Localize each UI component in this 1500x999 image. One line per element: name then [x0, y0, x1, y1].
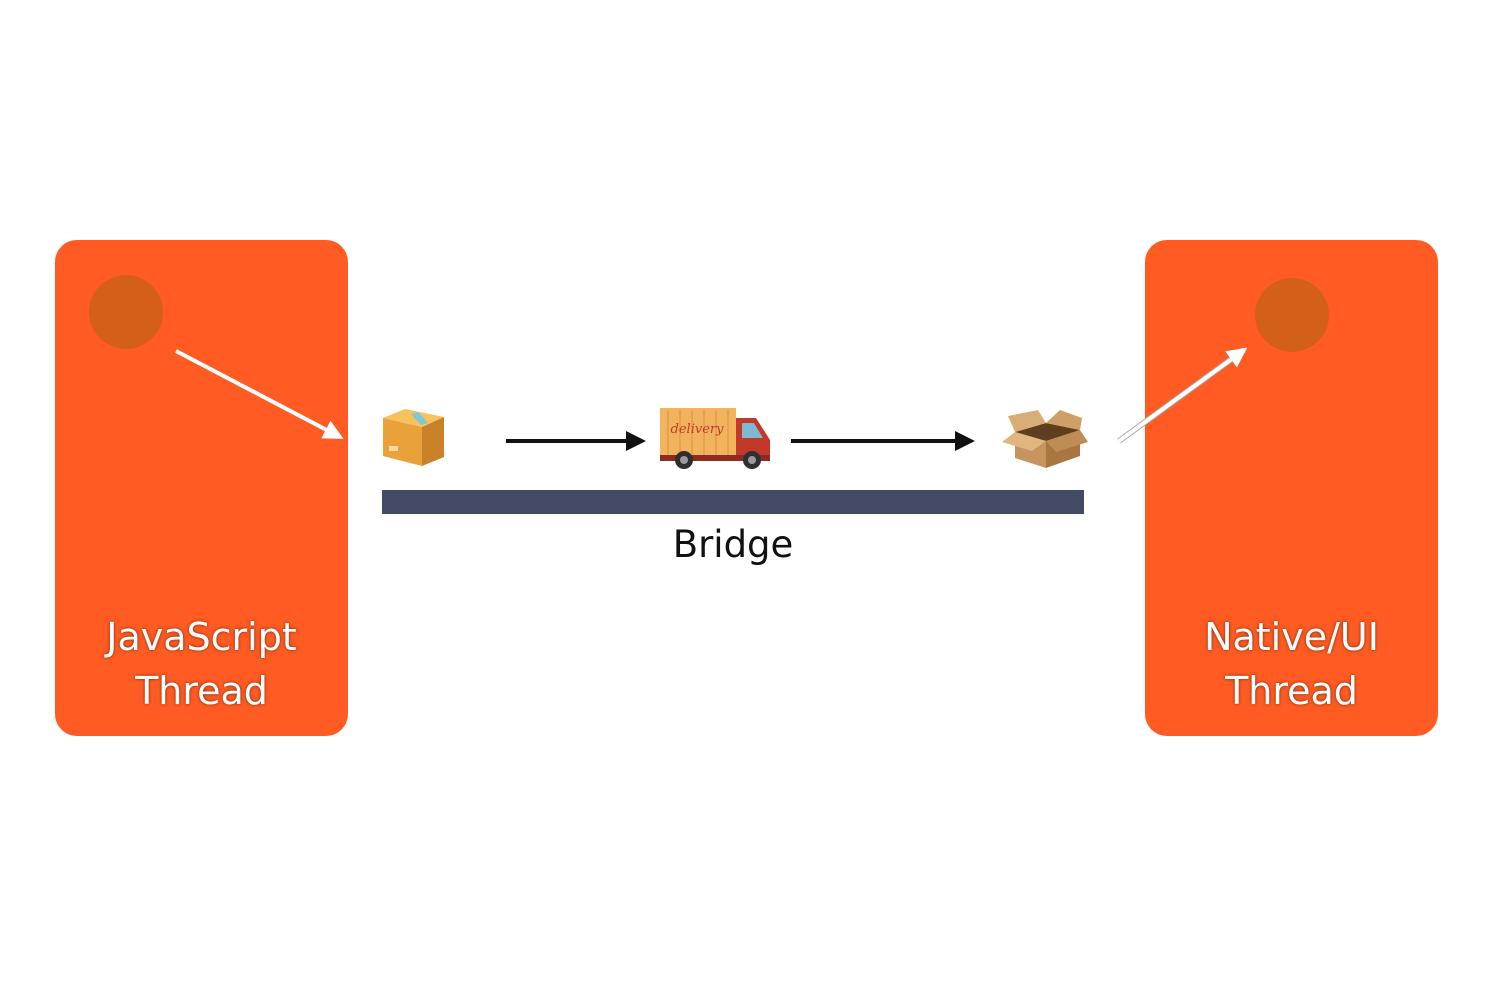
- js-thread-label-line1: JavaScript: [106, 615, 297, 659]
- js-thread-label-line2: Thread: [135, 669, 268, 713]
- js-thread-dot: [89, 275, 163, 349]
- native-ui-thread-card: Native/UI Thread: [1145, 240, 1438, 736]
- bridge-bar: [382, 490, 1084, 514]
- native-thread-label-line1: Native/UI: [1204, 615, 1379, 659]
- bridge-label: Bridge: [672, 523, 794, 566]
- native-thread-dot: [1255, 278, 1329, 352]
- open-box-icon: [1002, 410, 1088, 468]
- box-to-native-arrow: [1117, 347, 1248, 444]
- native-thread-label-line2: Thread: [1225, 669, 1358, 713]
- js-to-box-arrow: [175, 349, 344, 439]
- delivery-truck-icon: delivery: [660, 408, 770, 469]
- javascript-thread-card: JavaScript Thread: [55, 240, 348, 736]
- closed-box-icon: [383, 409, 444, 466]
- truck-logo-text: delivery: [671, 422, 725, 437]
